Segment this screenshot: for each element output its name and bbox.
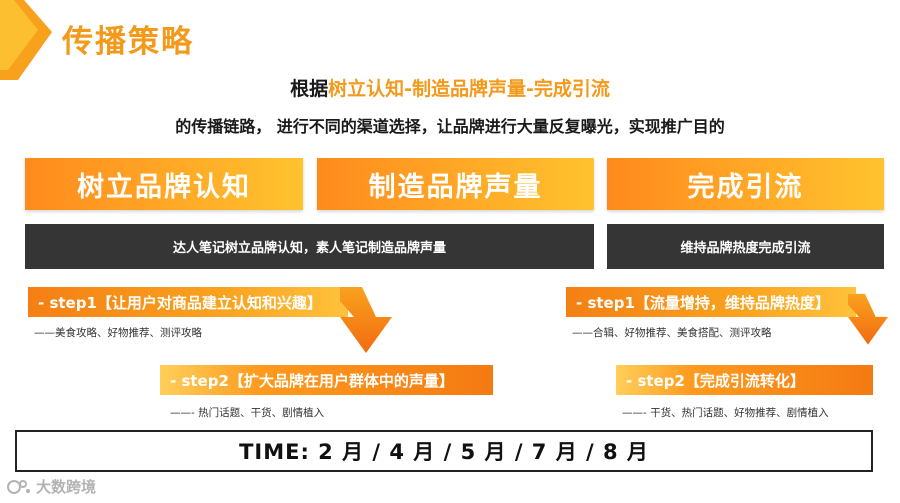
watermark: 大数跨境 — [6, 476, 96, 497]
timeline-box: TIME: 2 月 / 4 月 / 5 月 / 7 月 / 8 月 — [15, 430, 873, 472]
phase-drive-traffic: 完成引流 — [607, 158, 884, 210]
right-step1-note: ——合辑、好物推荐、美食搭配、测评攻略 — [572, 327, 772, 339]
right-step2-bar: - step2【完成引流转化】 — [616, 365, 873, 395]
phase-build-awareness: 树立品牌认知 — [25, 158, 303, 210]
left-description-bar: 达人笔记树立品牌认知，素人笔记制造品牌声量 — [25, 224, 594, 269]
subline: 的传播链路， 进行不同的渠道选择，让品牌进行大量反复曝光，实现推广目的 — [175, 117, 725, 136]
left-step2-bar: - step2【扩大品牌在用户群体中的声量】 — [160, 365, 493, 395]
headline-highlight: 树立认知-制造品牌声量-完成引流 — [328, 78, 610, 100]
right-description-bar: 维持品牌热度完成引流 — [607, 224, 884, 269]
watermark-text: 大数跨境 — [36, 478, 97, 496]
page-title: 传播策略 — [62, 24, 194, 60]
right-step-arrow — [848, 293, 888, 345]
right-step1-bar: - step1【流量增持，维持品牌热度】 — [566, 287, 856, 317]
phase-brand-volume: 制造品牌声量 — [317, 158, 594, 210]
watermark-logo-icon — [7, 479, 30, 494]
left-step1-bar: - step1【让用户对商品建立认知和兴趣】 — [28, 287, 348, 317]
left-step-arrow — [340, 287, 392, 353]
corner-decoration — [0, 0, 52, 80]
right-step2-note: ——- 干货、热门话题、好物推荐、剧情植入 — [622, 407, 829, 419]
headline-prefix: 根据 — [290, 78, 329, 100]
left-step2-note: ——- 热门话题、干货、剧情植入 — [170, 407, 325, 419]
left-step1-note: ——美食攻略、好物推荐、测评攻略 — [34, 327, 202, 339]
headline: 根据树立认知-制造品牌声量-完成引流 — [0, 74, 900, 101]
